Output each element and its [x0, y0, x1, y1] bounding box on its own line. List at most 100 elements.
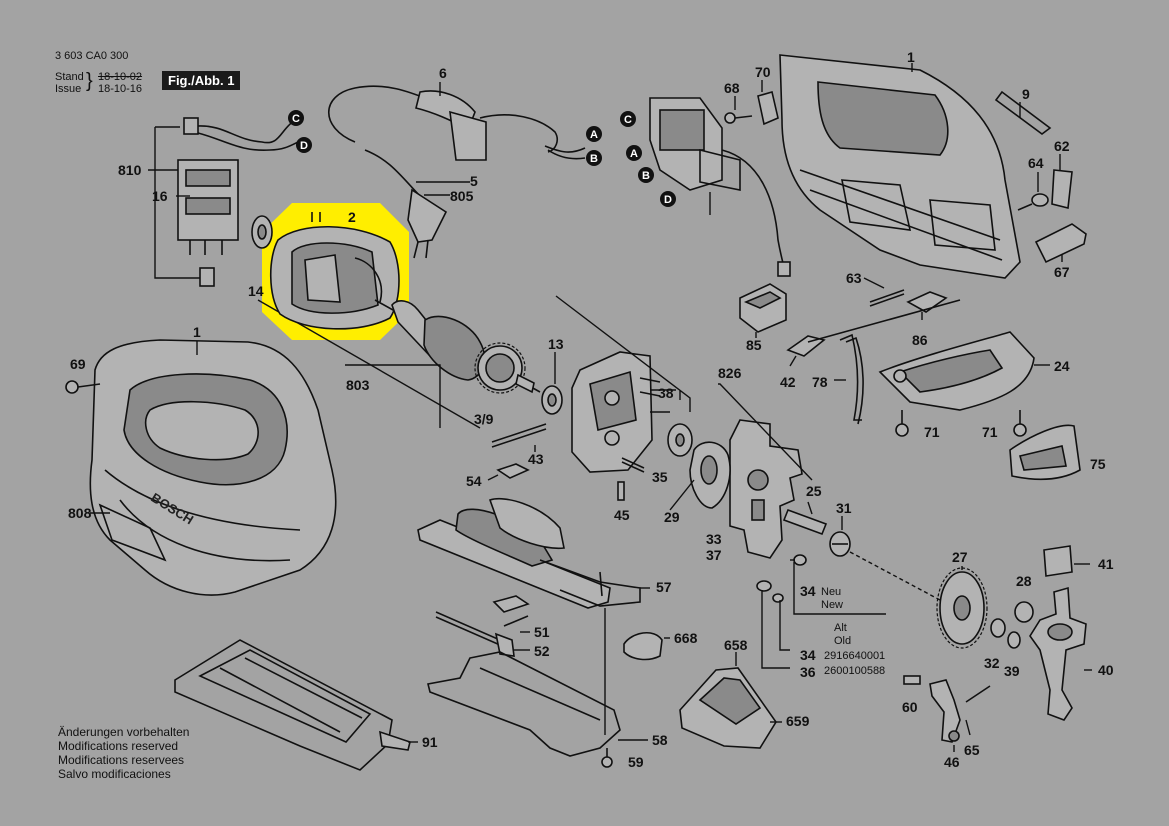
part-label-32: 32: [984, 655, 1000, 671]
part-label-42: 42: [780, 374, 796, 390]
part-label-28: 28: [1016, 573, 1032, 589]
disclaimer-es: Salvo modificaciones: [58, 767, 171, 781]
connector-letter: B: [642, 170, 650, 182]
part-label-86: 86: [912, 332, 928, 348]
part-42: [786, 299, 961, 357]
connector-circle: [626, 145, 642, 161]
shaft-25: [782, 508, 828, 536]
connector-d-1: D: [296, 137, 312, 153]
guide-58: [427, 651, 621, 757]
part-label-27: 27: [952, 549, 968, 565]
part-label-35: 35: [652, 469, 668, 485]
part-label-36: 36: [800, 664, 816, 680]
part-label-658: 658: [724, 637, 748, 653]
connector-d-2: D: [660, 191, 676, 207]
fan-gear: [474, 342, 526, 394]
connector-letter: A: [590, 129, 598, 141]
part-75: [1009, 424, 1081, 481]
part-label-826: 826: [718, 365, 742, 381]
part-label-39: 39: [1004, 663, 1020, 679]
part-label-45: 45: [614, 507, 630, 523]
part-label-808: 808: [68, 505, 92, 521]
part-70: [757, 90, 779, 126]
pin-45: [617, 481, 625, 501]
part-label-1: 1: [907, 49, 915, 65]
part-label-810: 810: [118, 162, 142, 178]
note-alt: Alt: [834, 622, 847, 634]
switch-4: [649, 97, 791, 277]
bearing-14: [251, 215, 273, 249]
connector-letter: C: [624, 114, 632, 126]
part-label-40: 40: [1098, 662, 1114, 678]
part-62: [1051, 169, 1073, 209]
connector-letter: A: [630, 148, 638, 160]
part-label-65: 65: [964, 742, 980, 758]
screw-68: [724, 112, 753, 124]
bearing-13: [541, 385, 563, 415]
connector-a-1: A: [586, 126, 602, 142]
part-label-34-2: 34: [800, 647, 816, 663]
note-part-34-number: 2916640001: [824, 650, 886, 662]
part-label-71-2: 71: [982, 424, 998, 440]
issue-label: Issue: [55, 83, 82, 95]
part-label-54: 54: [466, 473, 482, 489]
connector-circle: [296, 137, 312, 153]
connector-circle: [620, 111, 636, 127]
connector-circle: [638, 167, 654, 183]
part-label-52: 52: [534, 643, 550, 659]
part-label-25: 25: [806, 483, 822, 499]
disclaimer-fr: Modifications reservees: [58, 753, 185, 767]
part-label-58: 58: [652, 732, 668, 748]
stand-date: 18-10-02: [98, 71, 143, 83]
note-new: New: [821, 599, 844, 611]
part-85: [739, 283, 787, 333]
lever-40: [1029, 586, 1087, 721]
connector-c-1: C: [288, 110, 304, 126]
part-label-14: 14: [248, 283, 264, 299]
part-label-803: 803: [346, 377, 370, 393]
connector-letter: D: [664, 194, 672, 206]
part-label-13: 13: [548, 336, 564, 352]
figure-label: Fig./Abb. 1: [162, 71, 241, 90]
connector-circle: [660, 191, 676, 207]
part-label-24: 24: [1054, 358, 1070, 374]
note-old: Old: [834, 635, 852, 647]
part-label-5: 5: [470, 173, 478, 189]
part-label-31: 31: [836, 500, 852, 516]
washer-34: [793, 554, 807, 566]
base-91: [174, 639, 411, 771]
part-label-51: 51: [534, 624, 550, 640]
part-63: [869, 289, 905, 307]
part-67: [1034, 223, 1087, 264]
note-neu: Neu: [821, 586, 842, 598]
note-part-36-number: 2600100588: [824, 665, 886, 677]
stand-label: Stand: [55, 71, 84, 83]
washer-disc: [667, 423, 693, 457]
part-label-67: 67: [1054, 264, 1070, 280]
part-54: [496, 463, 530, 479]
doc-number: 3 603 CA0 300: [55, 50, 129, 62]
connector-circle: [288, 110, 304, 126]
connector-b-2: B: [638, 167, 654, 183]
part-label-91: 91: [422, 734, 438, 750]
bushing-28: [1014, 601, 1034, 623]
part-label-1-2: 1: [193, 324, 201, 340]
part-label-9: 9: [1022, 86, 1030, 102]
connector-circle: [586, 150, 602, 166]
part-label-659: 659: [786, 713, 810, 729]
part-label-43: 43: [528, 451, 544, 467]
connector-b-1: B: [586, 150, 602, 166]
part-label-64: 64: [1028, 155, 1044, 171]
part-label-62: 62: [1054, 138, 1070, 154]
part-52: [435, 611, 515, 657]
screw-69: [65, 380, 101, 394]
plate-826: [729, 419, 803, 559]
part-64: [1017, 193, 1049, 211]
part-46: [929, 679, 961, 743]
part-9: [994, 90, 1052, 135]
part-label-78: 78: [812, 374, 828, 390]
part-label-41: 41: [1098, 556, 1114, 572]
connector-circle: [586, 126, 602, 142]
armature-803: [374, 299, 541, 394]
